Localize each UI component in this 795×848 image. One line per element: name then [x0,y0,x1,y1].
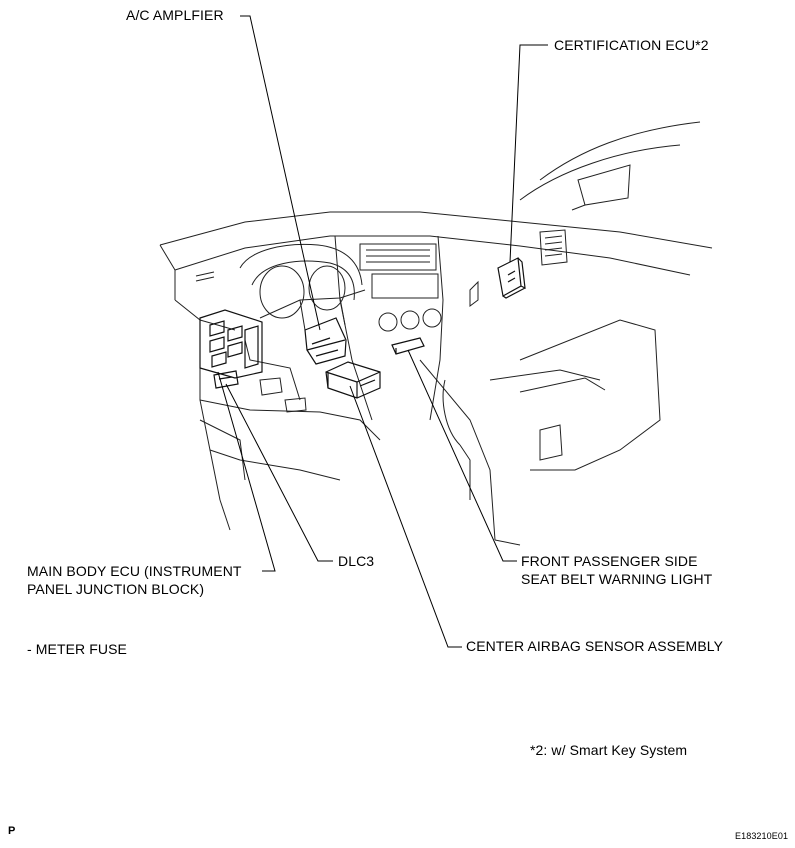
leader-certification-ecu [509,44,548,263]
center-airbag-sensor-unit [325,361,381,399]
dashboard-outline [159,121,713,501]
leader-center-airbag [349,385,462,648]
leader-lines [217,15,548,648]
footnote: *2: w/ Smart Key System [530,742,688,758]
label-front-passenger-line2: SEAT BELT WARNING LIGHT [521,571,713,587]
label-main-body-ecu-line1: MAIN BODY ECU (INSTRUMENT [27,563,242,579]
label-front-passenger-line1: FRONT PASSENGER SIDE [521,553,698,569]
dlc3-connector [213,370,239,389]
center-console [334,235,661,546]
certification-ecu-unit [497,257,526,299]
main-body-ecu [199,309,263,379]
label-main-body-ecu-line2: PANEL JUNCTION BLOCK) [27,581,205,597]
leader-dlc3 [225,383,333,562]
lower-dash [199,377,381,531]
figure-code: E183210E01 [735,831,789,841]
label-dlc3: DLC3 [338,553,375,569]
label-certification-ecu: CERTIFICATION ECU*2 [554,37,709,53]
label-center-airbag: CENTER AIRBAG SENSOR ASSEMBLY [466,638,724,654]
leader-main-body-ecu [217,371,276,572]
seat-belt-warning-light-unit [391,337,425,355]
leader-ac-amplifier [240,15,321,331]
label-ac-amplifier: A/C AMPLFIER [126,7,224,23]
leader-front-passenger [407,349,517,562]
label-meter-fuse: - METER FUSE [27,641,127,657]
ac-amplifier-unit [304,317,347,365]
corner-mark: P [8,825,16,837]
instrument-cluster [239,243,366,401]
